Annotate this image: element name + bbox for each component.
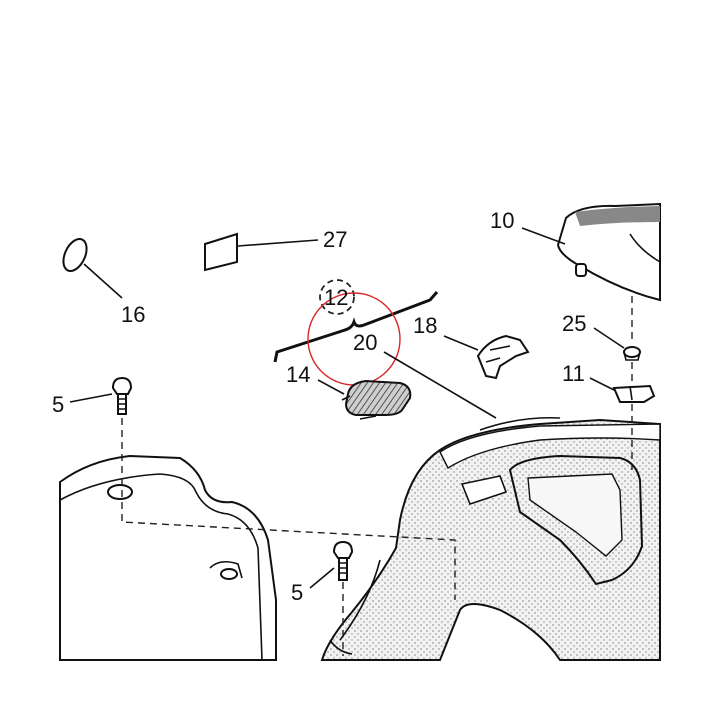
callout-14: 14 <box>286 362 310 387</box>
callout-11: 11 <box>562 361 585 386</box>
callout-10: 10 <box>490 208 514 233</box>
part-27-sticker <box>204 232 238 272</box>
screw-5-center <box>332 540 354 581</box>
callout-labels: 10 27 16 12 18 25 20 14 11 5 5 <box>52 208 586 605</box>
part-11-clip <box>612 384 656 403</box>
callout-16: 16 <box>121 302 145 327</box>
callout-25: 25 <box>562 311 586 336</box>
callout-12: 12 <box>324 285 348 310</box>
callout-5-center: 5 <box>291 580 303 605</box>
leader-lines <box>69 227 625 589</box>
part-12-marker <box>319 279 355 315</box>
part-10-cover <box>556 202 661 302</box>
callout-5-left: 5 <box>52 392 64 417</box>
left-panel <box>59 454 277 661</box>
callout-18: 18 <box>413 313 437 338</box>
callout-20: 20 <box>353 330 377 355</box>
part-25-grommet <box>623 346 641 361</box>
alignment-lines <box>121 296 633 656</box>
main-body <box>320 416 661 661</box>
callout-27: 27 <box>323 227 347 252</box>
part-16-oring <box>62 238 88 272</box>
part-14-grille <box>341 379 412 420</box>
screw-5-left <box>111 376 133 415</box>
group-bracket <box>273 291 439 363</box>
part-18-bracket <box>476 334 530 380</box>
